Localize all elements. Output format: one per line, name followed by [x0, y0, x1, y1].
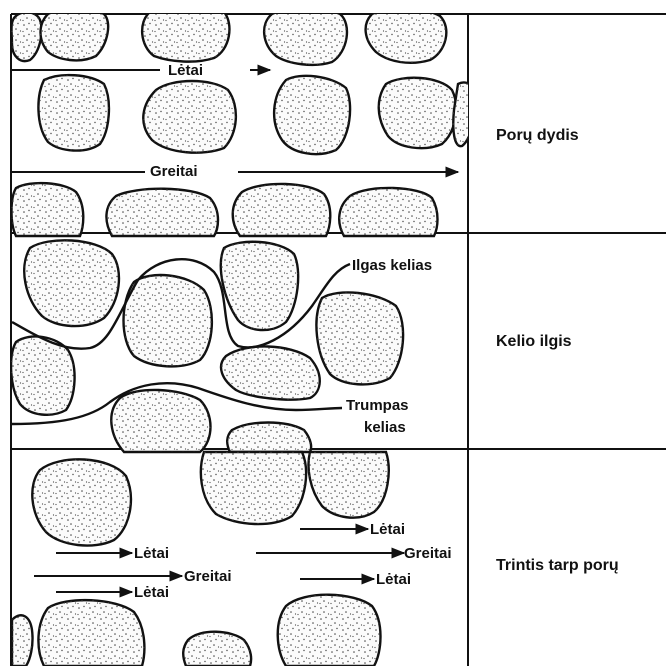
grain-speckles	[11, 8, 476, 666]
annotation-letai-upper-right: Lėtai	[370, 521, 405, 538]
annotation-greitai-left: Greitai	[184, 568, 232, 585]
row-label-poru-dydis: Porų dydis	[496, 127, 579, 144]
annotation-letai-small-pores: Lėtai	[168, 62, 203, 79]
annotation-greitai-large-pores: Greitai	[150, 163, 198, 180]
row-label-kelio-ilgis: Kelio ilgis	[496, 333, 572, 350]
annotation-ilgas-kelias: Ilgas kelias	[352, 257, 432, 274]
annotation-greitai-right: Greitai	[404, 545, 452, 562]
annotation-letai-left-2: Lėtai	[134, 584, 169, 601]
annotation-letai-left-1: Lėtai	[134, 545, 169, 562]
row-label-trintis-tarp-poru: Trintis tarp porų	[496, 557, 619, 574]
annotation-letai-right-lower: Lėtai	[376, 571, 411, 588]
annotation-trumpas: Trumpas	[346, 397, 409, 414]
annotation-kelias: kelias	[364, 419, 406, 436]
